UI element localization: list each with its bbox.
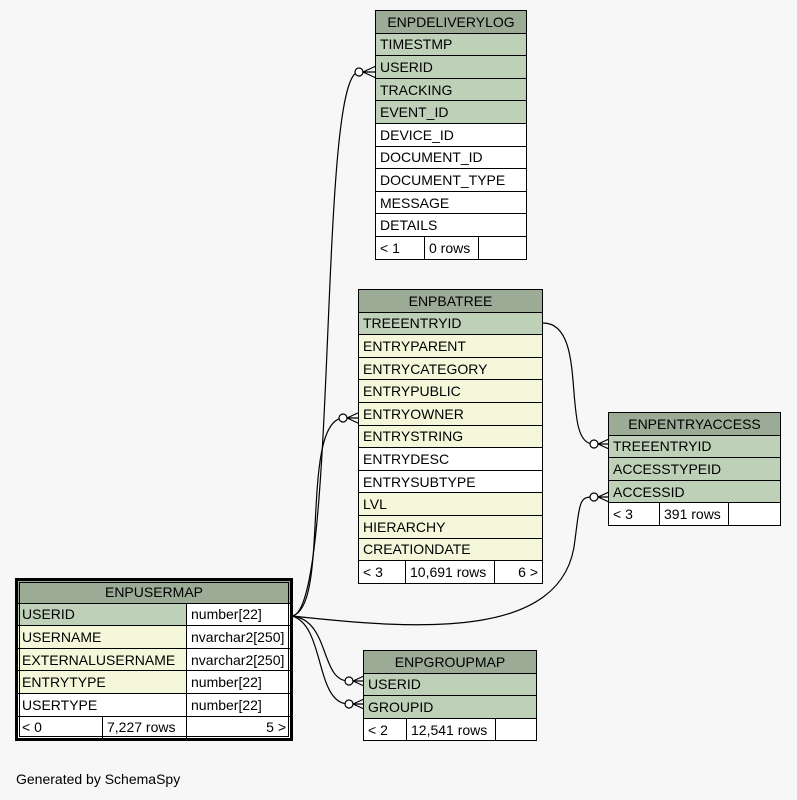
column-row[interactable]: DEVICE_ID bbox=[375, 122, 527, 147]
row-count: 391 rows bbox=[659, 502, 729, 526]
row-count: 10,691 rows bbox=[405, 560, 495, 584]
fk-connector-deliverylog-userid bbox=[291, 71, 359, 617]
children-count[interactable] bbox=[728, 502, 781, 526]
table-enpentryaccess[interactable]: ENPENTRYACCESS TREEENTRYID ACCESSTYPEID … bbox=[608, 412, 781, 526]
generated-by-note: Generated by SchemaSpy bbox=[16, 771, 181, 787]
row-count: 12,541 rows bbox=[406, 717, 496, 742]
column-row[interactable]: ENTRYSTRING bbox=[358, 424, 543, 449]
column-type: number[22] bbox=[186, 692, 292, 717]
column-row[interactable]: CREATIONDATE bbox=[358, 537, 543, 562]
column-name[interactable]: USERTYPE bbox=[16, 692, 187, 717]
column-row[interactable]: EVENT_ID bbox=[375, 100, 527, 124]
parents-count[interactable]: < 3 bbox=[608, 502, 660, 526]
table-enpgroupmap[interactable]: ENPGROUPMAP USERID GROUPID < 2 12,541 ro… bbox=[363, 650, 537, 742]
column-type: nvarchar2[250] bbox=[186, 625, 292, 649]
fk-connector-entryaccess-treeentryid bbox=[542, 322, 594, 445]
column-row[interactable]: USERID bbox=[375, 55, 527, 79]
table-enpusermap[interactable]: ENPUSERMAP USERID number[22] USERNAME nv… bbox=[15, 578, 293, 742]
column-row[interactable]: HIERARCHY bbox=[358, 514, 543, 539]
column-row[interactable]: TREEENTRYID bbox=[358, 311, 543, 336]
row-count: 7,227 rows bbox=[102, 715, 187, 741]
fk-connector-groupmap-userid bbox=[291, 615, 349, 682]
table-title[interactable]: ENPUSERMAP bbox=[16, 579, 292, 604]
column-row[interactable]: ENTRYCATEGORY bbox=[358, 356, 543, 381]
parents-count[interactable]: < 2 bbox=[363, 717, 407, 742]
parents-count[interactable]: < 0 bbox=[16, 715, 103, 741]
children-count[interactable]: 5 > bbox=[186, 715, 292, 741]
children-count[interactable]: 6 > bbox=[494, 560, 543, 584]
table-title[interactable]: ENPBATREE bbox=[358, 289, 543, 313]
parents-count[interactable]: < 3 bbox=[358, 560, 406, 584]
column-row[interactable]: TRACKING bbox=[375, 77, 527, 102]
column-row[interactable]: DETAILS bbox=[375, 213, 527, 237]
table-title[interactable]: ENPGROUPMAP bbox=[363, 650, 537, 674]
column-name[interactable]: USERID bbox=[16, 602, 187, 627]
column-row[interactable]: MESSAGE bbox=[375, 190, 527, 215]
column-row[interactable]: ACCESSID bbox=[608, 479, 781, 504]
column-row[interactable]: ENTRYPUBLIC bbox=[358, 379, 543, 403]
fk-connector-entryaccess-accessid bbox=[291, 496, 594, 626]
row-count: 0 rows bbox=[424, 235, 479, 260]
column-row[interactable]: TREEENTRYID bbox=[608, 434, 781, 459]
column-name[interactable]: EXTERNALUSERNAME bbox=[16, 647, 187, 672]
column-row[interactable]: ACCESSTYPEID bbox=[608, 457, 781, 481]
fk-connector-batree-entryowner bbox=[291, 417, 343, 617]
column-type: number[22] bbox=[186, 602, 292, 627]
column-type: number[22] bbox=[186, 670, 292, 694]
column-row[interactable]: GROUPID bbox=[363, 695, 537, 719]
column-name[interactable]: USERNAME bbox=[16, 625, 187, 649]
column-row[interactable]: DOCUMENT_ID bbox=[375, 145, 527, 170]
column-row[interactable]: LVL bbox=[358, 492, 543, 516]
children-count[interactable] bbox=[478, 235, 527, 260]
column-row[interactable]: ENTRYOWNER bbox=[358, 401, 543, 426]
column-row[interactable]: DOCUMENT_TYPE bbox=[375, 168, 527, 192]
fk-connector-groupmap-groupid bbox=[291, 615, 349, 705]
column-row[interactable]: ENTRYPARENT bbox=[358, 334, 543, 358]
column-row[interactable]: ENTRYSUBTYPE bbox=[358, 469, 543, 494]
column-row[interactable]: ENTRYDESC bbox=[358, 447, 543, 471]
column-row[interactable]: TIMESTMP bbox=[375, 32, 527, 57]
children-count[interactable] bbox=[495, 717, 537, 742]
table-title[interactable]: ENPENTRYACCESS bbox=[608, 412, 781, 436]
table-title[interactable]: ENPDELIVERYLOG bbox=[375, 10, 527, 34]
table-enpdeliverylog[interactable]: ENPDELIVERYLOG TIMESTMP USERID TRACKING … bbox=[375, 10, 527, 260]
column-type: nvarchar2[250] bbox=[186, 647, 292, 672]
parents-count[interactable]: < 1 bbox=[375, 235, 425, 260]
column-name[interactable]: ENTRYTYPE bbox=[16, 670, 187, 694]
column-row[interactable]: USERID bbox=[363, 672, 537, 697]
table-enpbatree[interactable]: ENPBATREE TREEENTRYID ENTRYPARENT ENTRYC… bbox=[358, 289, 543, 584]
